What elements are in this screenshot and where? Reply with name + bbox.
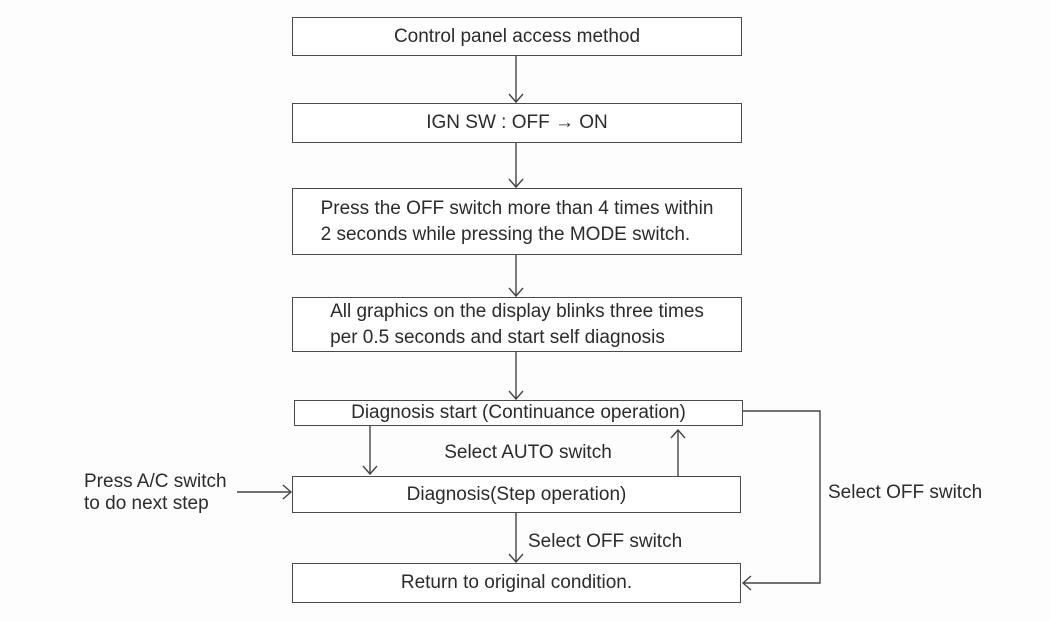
arrowhead-down-icon: [508, 93, 524, 104]
connector-access-method-to-ign-sw: [508, 56, 524, 104]
edge-label-press-ac-switch: Press A/C switch to do next step: [84, 471, 227, 514]
flow-box-diagnosis-start: Diagnosis start (Continuance operation): [294, 400, 743, 426]
arrowhead-left-icon: [741, 575, 752, 591]
flow-box-ign-sw-off-on: IGN SW : OFF → ON: [292, 103, 742, 143]
arrowhead-down-icon: [508, 553, 524, 564]
arrowhead-down-icon: [508, 287, 524, 298]
flow-box-label: Diagnosis(Step operation): [406, 483, 627, 505]
flow-box-return-original: Return to original condition.: [292, 563, 741, 603]
connector-diagnosis-start-to-diagnosis-step: [362, 426, 378, 476]
arrowhead-down-icon: [508, 390, 524, 401]
connector-press-off-to-graphics-blink: [508, 255, 524, 298]
edge-label-select-auto-switch: Select AUTO switch: [444, 442, 612, 463]
connector-diagnosis-step-to-diagnosis-start: [670, 428, 686, 476]
flow-box-label: Press the OFF switch more than 4 times w…: [320, 197, 714, 245]
flow-box-diagnosis-step: Diagnosis(Step operation): [292, 476, 741, 513]
connector-diagnosis-start-to-return-right-loop: [741, 410, 821, 591]
flow-box-label: Control panel access method: [393, 25, 641, 47]
connector-graphics-blink-to-diagnosis-start: [508, 352, 524, 401]
connector-ign-sw-to-press-off: [508, 143, 524, 189]
flow-box-label: Diagnosis start (Continuance operation): [351, 402, 686, 423]
edge-label-select-off-switch-down: Select OFF switch: [528, 531, 683, 552]
arrowhead-up-icon: [670, 428, 686, 439]
flow-box-label: IGN SW : OFF → ON: [426, 112, 608, 133]
arrowhead-down-icon: [362, 465, 378, 476]
flow-box-label: All graphics on the display blinks three…: [330, 300, 704, 348]
arrowhead-down-icon: [508, 178, 524, 189]
arrowhead-right-icon: [282, 484, 293, 500]
edge-label-select-off-switch-right: Select OFF switch: [828, 482, 983, 503]
connector-diagnosis-step-to-return: [508, 513, 524, 564]
connector-press-ac-to-diagnosis-step: [237, 484, 293, 500]
flow-box-press-off-switch: Press the OFF switch more than 4 times w…: [292, 188, 742, 255]
flow-box-label: Return to original condition.: [400, 572, 633, 593]
flow-box-graphics-blink: All graphics on the display blinks three…: [292, 297, 742, 352]
flow-box-control-panel-access-method: Control panel access method: [292, 17, 742, 56]
